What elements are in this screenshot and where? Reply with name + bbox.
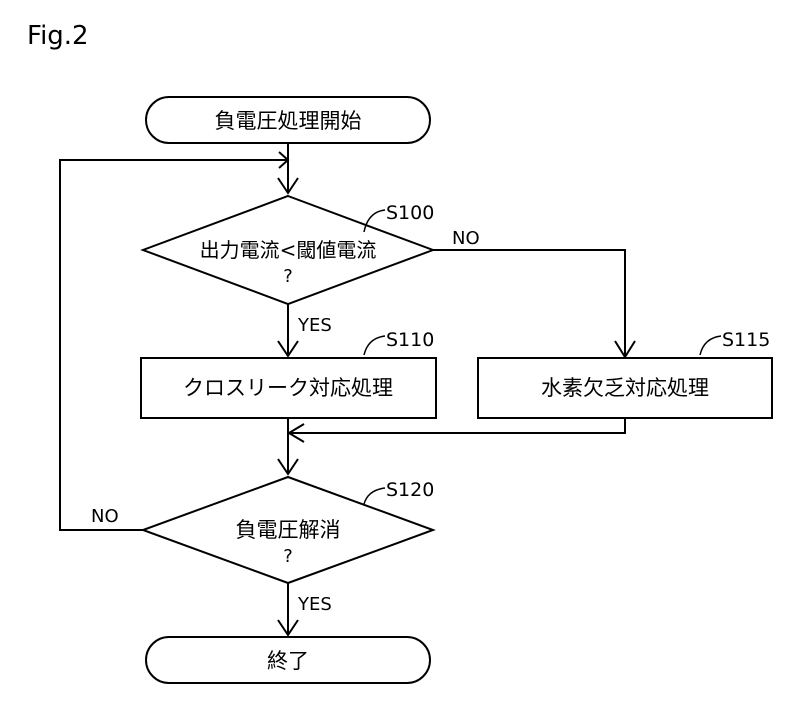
process1-label: クロスリーク対応処理 bbox=[183, 376, 393, 400]
end-terminal: 終了 bbox=[146, 637, 430, 683]
connector-decision1-no bbox=[433, 250, 625, 357]
decision2-no-label: NO bbox=[91, 506, 119, 527]
decision2-label-line2: ? bbox=[283, 546, 293, 567]
decision1-label-line2: ? bbox=[283, 266, 293, 287]
decision1-no-label: NO bbox=[452, 228, 480, 249]
step-label-s120: S120 bbox=[386, 479, 434, 501]
process2-box: 水素欠乏対応処理 bbox=[478, 358, 772, 418]
start-terminal: 負電圧処理開始 bbox=[146, 97, 430, 143]
step-label-s100: S100 bbox=[386, 202, 434, 224]
process1-box: クロスリーク対応処理 bbox=[141, 358, 436, 418]
decision2-yes-label: YES bbox=[297, 594, 332, 615]
step-tick-s120 bbox=[364, 488, 385, 504]
start-terminal-label: 負電圧処理開始 bbox=[215, 109, 362, 133]
process2-label: 水素欠乏対応処理 bbox=[541, 376, 709, 400]
decision2-label-line1: 負電圧解消 bbox=[236, 518, 341, 542]
decision1-yes-label: YES bbox=[297, 315, 332, 336]
step-tick-s115 bbox=[700, 336, 721, 355]
step-tick-s110 bbox=[364, 336, 385, 355]
figure-label: Fig.2 bbox=[27, 21, 89, 51]
step-label-s110: S110 bbox=[386, 329, 434, 351]
connector-process2-to-merge bbox=[288, 418, 625, 433]
decision1-label-line1: 出力電流<閾値電流 bbox=[200, 238, 377, 262]
end-terminal-label: 終了 bbox=[267, 649, 309, 673]
step-label-s115: S115 bbox=[722, 329, 770, 351]
